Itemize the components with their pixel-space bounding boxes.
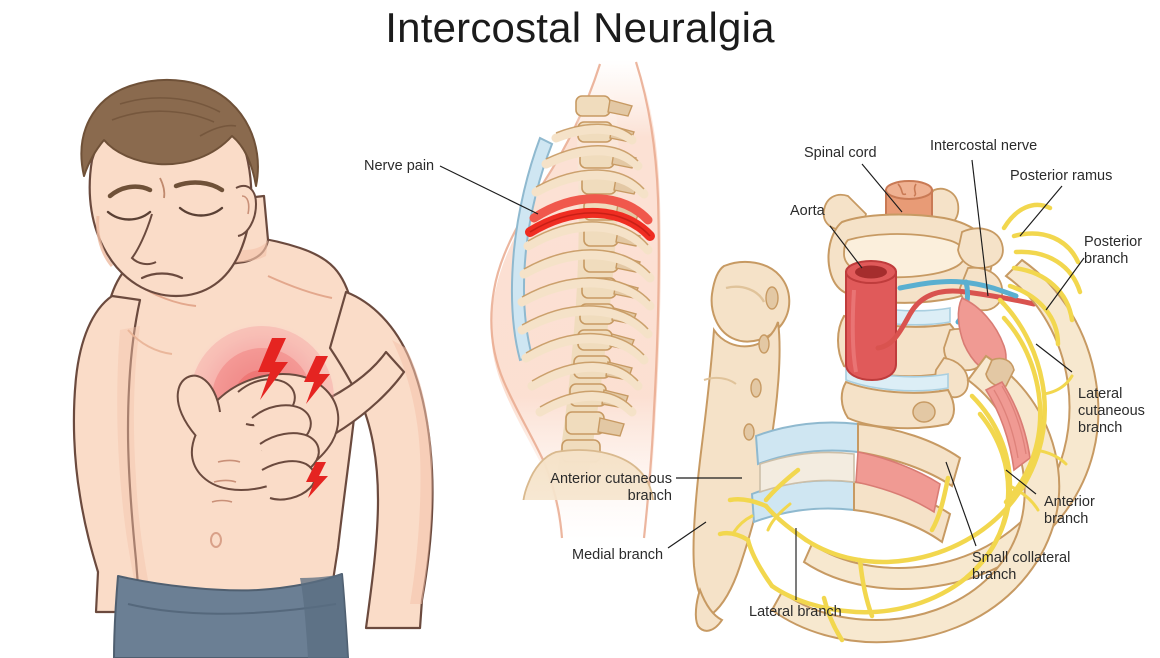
- torso-ribcage-panel: [490, 60, 661, 540]
- leader-posterior-branch: [1045, 257, 1085, 311]
- patient-arm-right-shade: [392, 340, 433, 604]
- patient-eye-left: [106, 210, 152, 221]
- lightning-bolt-2: [304, 356, 330, 404]
- aorta-lumen: [855, 265, 887, 279]
- patient-nose: [130, 213, 157, 266]
- nerve-lateral-down-1: [857, 557, 875, 619]
- intercostal-vein: [897, 279, 1019, 299]
- intercostal-nerve-anatomy: [692, 180, 1100, 644]
- intercostal-artery: [875, 288, 1037, 351]
- label-small-collateral-branch: Small collateral branch: [972, 550, 1071, 584]
- patient-figure: [72, 78, 434, 658]
- leader-anterior-branch: [1005, 469, 1037, 495]
- leader-medial-branch: [667, 521, 707, 549]
- leader-nerve-pain: [439, 165, 539, 215]
- leader-small-collateral: [945, 461, 977, 547]
- nerve-intercostal-main: [803, 297, 1047, 565]
- leader-lines: [439, 159, 1085, 600]
- patient-ear-inner: [241, 195, 250, 215]
- patient-eyebrow-left: [107, 184, 153, 199]
- patient-cheek-shade: [96, 215, 114, 267]
- label-lateral-cutaneous-branch: Lateral cutaneous branch: [1078, 386, 1145, 437]
- patient-knuckle-lines: [211, 459, 241, 503]
- spinal-cord-top: [885, 180, 933, 200]
- nerve-small-collateral: [929, 475, 951, 533]
- nerve-posterior-branch-2: [1013, 249, 1083, 295]
- label-intercostal-nerve: Intercostal nerve: [930, 138, 1038, 154]
- nerve-posterior-branch-4: [1007, 283, 1061, 347]
- patient-thumb: [176, 374, 221, 437]
- label-aorta: Aorta: [790, 203, 825, 219]
- lightning-bolt-3: [306, 462, 328, 498]
- label-anterior-branch: Anterior branch: [1044, 494, 1095, 528]
- nerve-posterior-branch-1: [1011, 231, 1081, 265]
- nerve-anterior-2: [763, 467, 801, 503]
- leader-lateral-cutaneous: [1035, 343, 1073, 373]
- nerve-collateral-2: [963, 411, 1011, 581]
- aorta: [845, 260, 897, 382]
- torso-pelvis: [521, 449, 655, 500]
- patient-arm-left: [72, 294, 142, 614]
- nerve-posterior-ramus: [1001, 202, 1053, 231]
- nerve-posterior-branch-3: [1011, 265, 1075, 323]
- inflamed-rib-main-outline: [529, 212, 651, 237]
- torso-outline-back: [634, 61, 660, 539]
- nerve-thin-branches: [732, 374, 1074, 534]
- nerve-anterior-1: [763, 503, 809, 543]
- patient-eyebrow-right: [173, 180, 225, 193]
- label-posterior-ramus: Posterior ramus: [1010, 168, 1113, 184]
- patient-pec-line: [127, 329, 173, 355]
- lightning-bolt-1: [258, 338, 288, 400]
- label-anterior-cutaneous-branch: Anterior cutaneous branch: [550, 471, 672, 505]
- leader-aorta: [829, 225, 863, 269]
- leader-posterior-ramus: [1019, 185, 1063, 237]
- sternum: [692, 260, 791, 632]
- nerve-collateral-1: [1001, 315, 1043, 505]
- label-medial-branch: Medial branch: [572, 547, 664, 563]
- leader-intercostal-nerve: [971, 159, 989, 297]
- nerve-anterior-cut-2: [717, 531, 751, 543]
- patient-eye-right: [178, 206, 224, 217]
- patient-head: [80, 78, 259, 298]
- nerve-medial-1: [745, 537, 775, 589]
- label-posterior-branch: Posterior branch: [1084, 234, 1143, 268]
- torso-rib-outlines: [521, 123, 651, 408]
- rib-arcs: [770, 258, 1100, 644]
- patient-chest-shade: [117, 326, 150, 590]
- label-lateral-branch: Lateral branch: [749, 604, 842, 620]
- patient-navel: [210, 532, 222, 548]
- intercostal-muscle-fibers: [993, 385, 1027, 459]
- page-title: Intercostal Neuralgia: [385, 4, 775, 51]
- patient-collarbone-right: [267, 275, 333, 299]
- nerve-network: [717, 202, 1083, 643]
- leader-spinal-cord: [861, 163, 903, 213]
- patient-pants-shade: [300, 574, 348, 658]
- torso-ribs: [517, 124, 655, 417]
- patient-hand: [176, 373, 340, 503]
- intercostal-muscle: [984, 380, 1031, 472]
- patient-ear: [235, 185, 258, 237]
- patient-hair: [80, 78, 259, 187]
- label-nerve-pain: Nerve pain: [364, 158, 435, 174]
- patient-brow-crease: [159, 177, 166, 199]
- patient-hair-strands: [111, 97, 237, 137]
- inflamed-rib-upper: [529, 194, 653, 225]
- nerve-anterior-cut-1: [727, 497, 769, 509]
- nerve-lateral-down-2: [821, 595, 845, 643]
- patient-mouth: [140, 272, 184, 280]
- label-spinal-cord: Spinal cord: [804, 145, 877, 161]
